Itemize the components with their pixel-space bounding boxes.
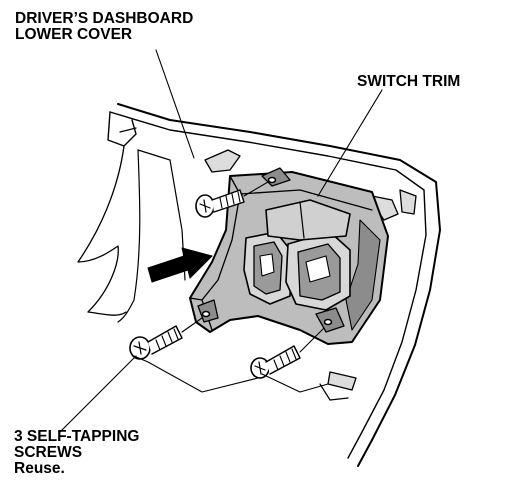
leader-lines [59, 49, 383, 433]
screws-label-line1: 3 SELF-TAPPING [14, 428, 140, 445]
screws-label-line2: SCREWS [14, 444, 83, 461]
dashboard-cover-label-line1: DRIVER’S DASHBOARD [15, 10, 194, 27]
switch-left [243, 231, 293, 305]
self-tapping-screw-icon [195, 181, 269, 218]
switch-right [285, 231, 351, 311]
dashboard-cover-label: DRIVER’S DASHBOARD LOWER COVER [15, 11, 193, 43]
dashboard-cover-label-line2: LOWER COVER [15, 26, 133, 43]
switch-trim-label: SWITCH TRIM [357, 74, 460, 90]
self-tapping-screw-icon [250, 327, 325, 379]
dashboard-lower-cover [77, 103, 441, 467]
screws-label: 3 SELF-TAPPING SCREWS Reuse. [14, 429, 139, 477]
self-tapping-screw-icon [129, 317, 203, 360]
install-direction-arrow-icon [147, 247, 213, 283]
switch-trim-label-text: SWITCH TRIM [357, 73, 461, 90]
screws-label-note: Reuse. [14, 460, 65, 477]
